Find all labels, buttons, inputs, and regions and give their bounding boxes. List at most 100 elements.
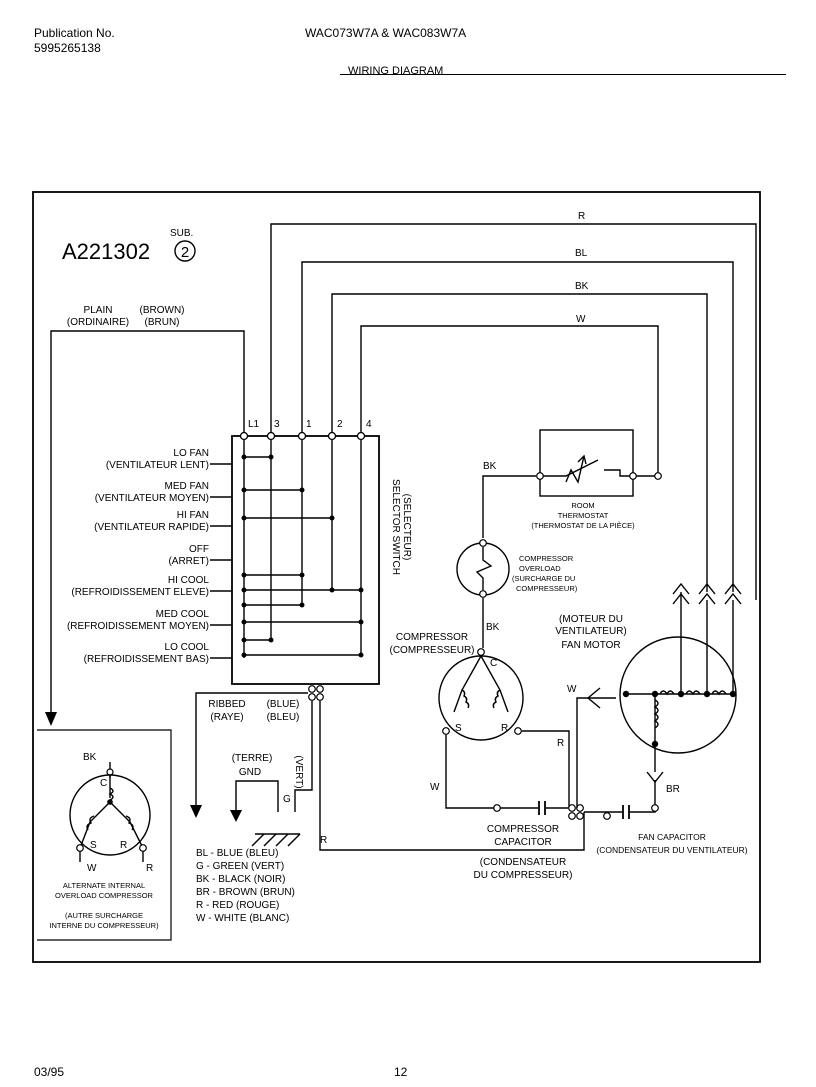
wire-bk-label: BK [575,281,589,292]
selector-switch-label: SELECTOR SWITCH [390,479,401,575]
terminal-label: 1 [306,419,312,430]
position-label: MED FAN [165,481,209,492]
alt-overload-label-4: INTERNE DU COMPRESSEUR) [49,921,159,930]
ribbed-label: RIBBED [208,699,245,710]
publication-label: Publication No. [34,26,115,40]
comp-capacitor-fr-label-1: (CONDENSATEUR [480,857,566,868]
wire-r-comp-label: R [557,738,564,749]
switch-position-labels: LO FAN (VENTILATEUR LENT) MED FAN (VENTI… [67,448,232,665]
wire-br-label: BR [666,784,680,795]
selector-switch-fr-label: (SELECTEUR) [401,494,412,561]
position-label: HI COOL [168,575,210,586]
vert-label: (VERT) [293,755,304,788]
room-thermostat-label-2: THERMOSTAT [558,511,609,520]
compressor-fr-label: (COMPRESSEUR) [389,645,474,656]
alt-c-label: C [100,778,107,789]
legend-item: BL - BLUE (BLEU) [196,848,278,859]
part-number: A221302 [62,239,150,264]
alt-overload-label-1: ALTERNATE INTERNAL [63,881,145,890]
legend-item: R - RED (ROUGE) [196,900,279,911]
ribbed-arrow [190,805,202,818]
alt-r2-label: R [146,863,153,874]
publication-number: 5995265138 [34,41,101,55]
red-return-wire [319,701,585,851]
position-label-fr: (VENTILATEUR LENT) [106,460,209,471]
sub-number: 2 [181,244,189,261]
comp-s-white-wire [445,735,494,809]
fan-white-wire [576,697,616,808]
line-cord-wire [50,330,245,720]
fan-capacitor-label: FAN CAPACITOR [638,832,706,842]
position-label-fr: (ARRET) [168,556,209,567]
fan-motor-label: FAN MOTOR [561,640,620,651]
wire-w-label: W [576,314,586,325]
fan-capacitor-fr-label: (CONDENSATEUR DU VENTILATEUR) [596,845,747,855]
terminal-label: 3 [274,419,280,430]
terre-label: (TERRE) [232,753,273,764]
room-thermostat-label-1: ROOM [571,501,594,510]
alt-overload-label-3: (AUTRE SURCHARGE [65,911,143,920]
plain-fr-label: (ORDINAIRE) [67,317,129,328]
switch-bottom-terminals [308,685,324,701]
overload-label-3: (SURCHARGE DU [512,574,575,583]
capacitor-terminals [568,804,584,820]
thermostat-bimetal [565,454,587,484]
wire-white [360,325,659,476]
position-label-fr: (REFROIDISSEMENT MOYEN) [67,621,209,632]
ground-symbol [251,833,301,847]
terminal-label: 2 [337,419,343,430]
position-label: OFF [189,544,209,555]
alt-bk-label: BK [83,752,97,763]
alt-compressor-motor [69,774,151,856]
ground-wire [294,701,313,812]
wire-w-fan-label: W [567,684,577,695]
selector-switch-box [231,435,380,685]
comp-c-label: C [490,658,497,669]
position-label-fr: (VENTILATEUR MOYEN) [95,493,209,504]
cord-arrow [45,712,57,726]
overload-label-4: COMPRESSEUR) [516,584,578,593]
legend-item: BK - BLACK (NOIR) [196,874,285,885]
overload-label-2: OVERLOAD [519,564,561,573]
comp-capacitor-label-2: CAPACITOR [494,837,551,848]
room-thermostat-fr-label: (THERMOSTAT DE LA PIÈCE) [531,521,635,530]
wire-bk-comp-label: BK [486,622,500,633]
brown-label: (BROWN) [140,305,185,316]
wire-black [331,293,708,592]
alt-w-label: W [87,863,97,874]
ribbed-wire [195,692,308,812]
thermostat-contacts [540,459,658,477]
switch-terminals [239,431,366,441]
comp-capacitor-label-1: COMPRESSOR [487,824,559,835]
brown-fr-label: (BRUN) [145,317,180,328]
alternate-overload-box [37,729,172,941]
footer-date: 03/95 [34,1065,65,1079]
fan-brown-lead [646,744,664,784]
compressor-motor [438,655,524,741]
blue-label: (BLUE) [267,699,300,710]
fan-motor-leads [672,582,757,694]
position-label: LO COOL [165,642,210,653]
plain-label: PLAIN [84,305,113,316]
comp-r-label: R [501,723,508,734]
wire-blue [301,261,734,592]
position-label: MED COOL [156,609,210,620]
position-label-fr: (REFROIDISSEMENT BAS) [84,654,209,665]
fan-motor-fr-label-2: VENTILATEUR) [555,626,627,637]
position-label: HI FAN [177,510,209,521]
gnd-label: GND [239,767,261,778]
overload-label-1: COMPRESSOR [519,554,574,563]
model-numbers: WAC073W7A & WAC083W7A [305,26,467,40]
gnd-lead [235,780,279,818]
alt-s-label: S [90,840,97,851]
switch-contact-dots [241,454,364,658]
terminal-label: L1 [248,419,260,430]
terminal-label: 4 [366,419,372,430]
position-label: LO FAN [173,448,209,459]
room-thermostat [539,429,634,497]
blue-fr-label: (BLEU) [267,712,300,723]
thermostat-to-overload-wire [482,475,536,538]
wire-r-bottom-label: R [320,835,327,846]
ribbed-fr-label: (RAYE) [210,712,243,723]
